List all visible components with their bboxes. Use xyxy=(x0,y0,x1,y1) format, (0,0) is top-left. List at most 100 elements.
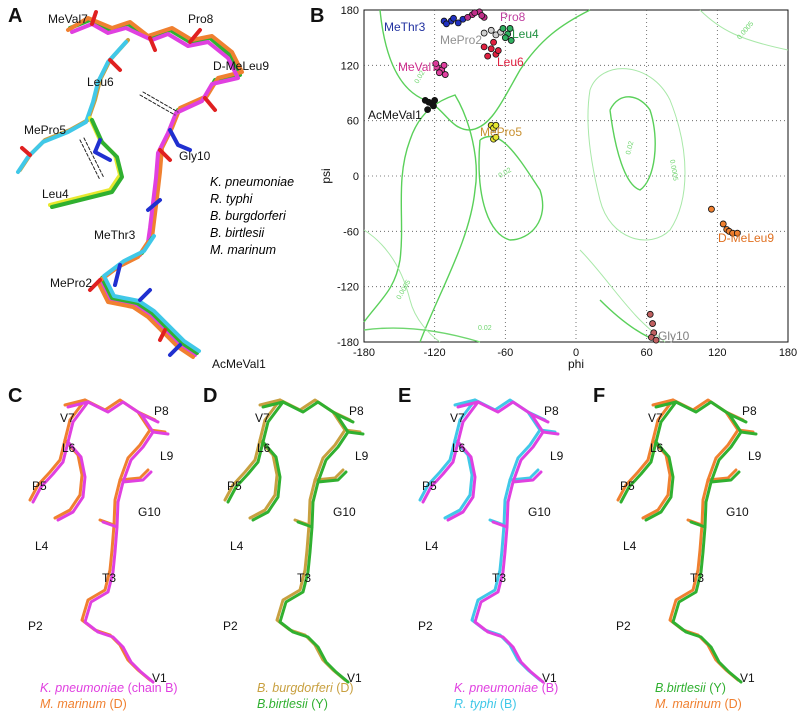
residue-label: G10 xyxy=(333,505,356,519)
series-label-methr3: MeThr3 xyxy=(384,20,426,34)
contour-label: 0.02 xyxy=(478,325,492,332)
x-axis-label: phi xyxy=(568,357,584,371)
series-label-leu6: Leu6 xyxy=(497,55,524,69)
y-tick-label: 180 xyxy=(341,5,359,17)
residue-label: L9 xyxy=(355,449,369,463)
x-tick-label: -60 xyxy=(497,347,513,359)
panel-b: B 0.02 0.02 0.02 0.02 0.0005 0.0005 0.00… xyxy=(310,5,797,371)
data-point xyxy=(480,29,488,37)
residue-label: Pro8 xyxy=(188,12,214,26)
residue-label: P8 xyxy=(154,404,169,418)
data-point xyxy=(492,121,500,129)
data-point xyxy=(450,14,457,22)
structure-trace xyxy=(421,400,560,684)
caption-d-line2: B.birtlesii (Y) xyxy=(257,697,328,711)
data-point xyxy=(454,19,462,27)
legend-item: B. birtlesii xyxy=(210,226,265,240)
residue-label: L4 xyxy=(425,539,439,553)
residue-label: L4 xyxy=(623,539,637,553)
residue-label: T3 xyxy=(492,571,506,585)
panel-d: D xyxy=(203,385,365,684)
caption-c-line1: K. pneumoniae (chain B) xyxy=(40,681,178,695)
series-label-gly10: Gly10 xyxy=(658,329,690,343)
residue-label: L6 xyxy=(62,441,76,455)
structure-trace xyxy=(619,400,758,684)
residue-label: P5 xyxy=(227,479,242,493)
panel-label-a: A xyxy=(8,5,22,27)
panel-label-d: D xyxy=(203,385,217,407)
probability-contours xyxy=(363,9,661,343)
structure-trace xyxy=(226,400,365,684)
residue-label: V1 xyxy=(740,671,755,685)
legend-item: B. burgdorferi xyxy=(210,209,287,223)
residue-label: G10 xyxy=(138,505,161,519)
residue-label: T3 xyxy=(102,571,116,585)
residue-label: MePro5 xyxy=(24,123,66,137)
residue-label: P5 xyxy=(422,479,437,493)
residue-label: V7 xyxy=(60,411,75,425)
data-point xyxy=(492,133,500,141)
contour-label: 0.0005 xyxy=(668,159,679,181)
panel-label-b: B xyxy=(310,5,324,27)
series-label-meval7: MeVal7 xyxy=(398,60,438,74)
caption-c-line2: M. marinum (D) xyxy=(40,697,127,711)
residue-label: P8 xyxy=(349,404,364,418)
series-label-leu4: Leu4 xyxy=(512,27,539,41)
data-point xyxy=(487,26,495,34)
residue-label: V1 xyxy=(542,671,557,685)
residue-label: Gly10 xyxy=(179,149,211,163)
caption-e-line2: R. typhi (B) xyxy=(454,697,517,711)
data-point xyxy=(464,13,472,21)
residue-label: P2 xyxy=(418,619,433,633)
residue-label: V1 xyxy=(152,671,167,685)
data-point xyxy=(478,12,486,19)
legend-item: R. typhi xyxy=(210,192,254,206)
contour-label: 0.02 xyxy=(625,140,635,155)
residue-label: MePro2 xyxy=(50,276,92,290)
data-point xyxy=(719,220,727,228)
residue-label: MeVal7 xyxy=(48,12,88,26)
residue-label: P2 xyxy=(223,619,238,633)
residue-label: V7 xyxy=(450,411,465,425)
caption-e-line1: K. pneumoniae (B) xyxy=(454,681,558,695)
x-tick-label: 60 xyxy=(641,347,653,359)
series-label-mepro5: MePro5 xyxy=(480,125,522,139)
y-tick-label: 120 xyxy=(341,60,359,72)
caption-f-line1: B.birtlesii (Y) xyxy=(655,681,726,695)
residue-label: V7 xyxy=(255,411,270,425)
series-labels: MeThr3 Pro8 MePro2 Leu4 Leu6 MeVal7 AcMe… xyxy=(368,10,774,343)
data-point xyxy=(733,229,741,237)
panel-c: C xyxy=(8,385,170,684)
residue-label: G10 xyxy=(528,505,551,519)
y-tick-label: -180 xyxy=(337,337,359,349)
series-label-mepro2: MePro2 xyxy=(440,33,482,47)
data-point xyxy=(506,25,514,32)
series-label-acmeval1: AcMeVal1 xyxy=(368,108,422,122)
residue-label: Leu6 xyxy=(87,75,114,89)
series-label-d-meleu9: D-MeLeu9 xyxy=(718,231,774,245)
residue-label: D-MeLeu9 xyxy=(213,59,269,73)
data-point xyxy=(431,96,439,104)
residue-label: Leu4 xyxy=(42,187,69,201)
data-point xyxy=(432,60,440,67)
x-tick-label: 120 xyxy=(708,347,726,359)
data-point xyxy=(480,43,488,51)
data-point xyxy=(441,71,449,78)
legend-item: K. pneumoniae xyxy=(210,175,294,189)
residue-label: MeThr3 xyxy=(94,228,136,242)
residue-label: P2 xyxy=(616,619,631,633)
data-points xyxy=(421,8,741,344)
structure-trace xyxy=(31,400,170,684)
data-point xyxy=(471,9,479,17)
data-point xyxy=(507,37,515,44)
data-point xyxy=(501,34,509,42)
panel-label-e: E xyxy=(398,385,411,407)
residue-label: L6 xyxy=(452,441,466,455)
x-tick-label: 180 xyxy=(779,347,797,359)
panel-a-residue-labels: MeVal7 Pro8 D-MeLeu9 Leu6 MePro5 Gly10 L… xyxy=(24,12,269,371)
residue-label: L9 xyxy=(748,449,762,463)
data-point xyxy=(443,20,450,28)
residue-label: L4 xyxy=(35,539,49,553)
residue-label: P2 xyxy=(28,619,43,633)
